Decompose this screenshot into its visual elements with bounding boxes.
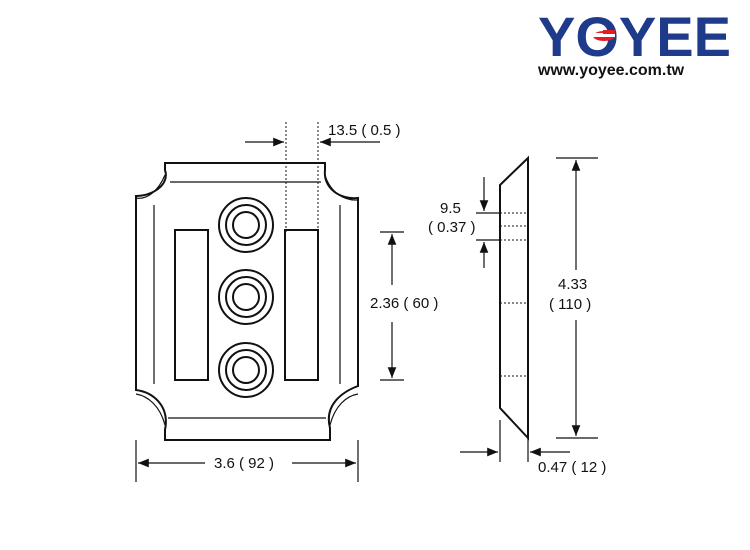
dimension-edge-offset: 9.5 ( 0.37 ) (428, 177, 500, 268)
dimension-thickness: 0.47 ( 12 ) (460, 420, 606, 476)
hole-spacing-label: 2.36 ( 60 ) (370, 295, 438, 312)
plate-side-view (499, 155, 529, 441)
hole-bottom (218, 342, 274, 398)
left-slot (174, 229, 209, 381)
notch-bottom-right (329, 393, 359, 426)
right-slot (284, 229, 319, 381)
logo-url: www.yoyee.com.tw (537, 62, 685, 79)
height-paren: ( 110 ) (549, 296, 591, 313)
notch-top-right (324, 174, 359, 201)
dimension-width: 3.6 ( 92 ) (135, 440, 359, 482)
hole-middle (218, 269, 274, 325)
dimension-gap-top: 13.5 ( 0.5 ) (245, 122, 401, 147)
logo-word: YOYEE (538, 5, 731, 68)
side-profile (499, 155, 529, 441)
dimension-height: 4.33 ( 110 ) (549, 157, 598, 439)
edge-offset-paren: ( 0.37 ) (428, 219, 476, 236)
edge-offset-value: 9.5 (440, 200, 461, 217)
yoyee-logo: YOYEE www.yoyee.com.tw (537, 5, 731, 79)
dimension-hole-spacing: 2.36 ( 60 ) (370, 231, 438, 381)
logo-accent-mark (593, 30, 615, 41)
plate-front-view (135, 122, 359, 441)
gap-top-label: 13.5 ( 0.5 ) (328, 122, 401, 139)
notch-top-left (135, 174, 166, 199)
thickness-label: 0.47 ( 12 ) (538, 459, 606, 476)
height-value: 4.33 (558, 276, 587, 293)
notch-bottom-left (135, 393, 166, 426)
width-label: 3.6 ( 92 ) (214, 455, 274, 472)
hole-top (218, 197, 274, 253)
